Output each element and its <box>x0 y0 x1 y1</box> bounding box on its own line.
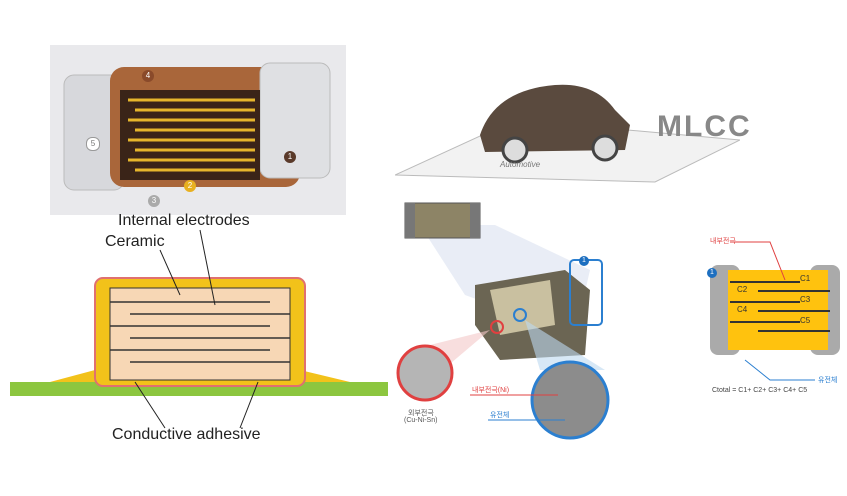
callout-1-circuit: 1 <box>707 268 717 278</box>
callout-1: 1 <box>284 151 296 163</box>
label-ceramic: Ceramic <box>105 233 165 250</box>
cap-c2: C2 <box>737 285 748 294</box>
cross-section-diagram: Internal electrodes Ceramic Conductive a… <box>0 210 390 460</box>
callout-5: 5 <box>86 137 100 151</box>
label-dielectric: 유전체 <box>490 412 510 419</box>
label-internal-electrode: 내부전극 <box>710 238 736 245</box>
mlcc-logo-text: MLCC <box>657 110 752 143</box>
automotive-mlcc-image: MLCC Automotive <box>395 70 750 185</box>
callout-3: 3 <box>148 195 160 207</box>
label-external-electrode: 외부전극 <box>408 410 434 417</box>
cap-c3: C3 <box>800 295 811 304</box>
label-external-electrode-material: (Cu-Ni-Sn) <box>404 417 438 424</box>
label-internal-electrode-ni: 내부전극(Ni) <box>472 387 510 394</box>
cap-c4: C4 <box>737 305 748 314</box>
automotive-caption: Automotive <box>500 160 541 169</box>
cap-c1: C1 <box>800 274 811 283</box>
capacitor-circuit-diagram: 1 내부전극 C1 C2 C3 C4 C5 유전체 Ctotal = C1+ C… <box>700 230 847 400</box>
capacitance-formula: Ctotal = C1+ C2+ C3+ C4+ C5 <box>712 387 808 394</box>
mlcc-cutaway-diagram: 1 외부전극 (Cu-Ni-Sn) 내부전극(Ni) 유전체 <box>390 195 620 455</box>
label-dielectric-circuit: 유전체 <box>818 377 838 384</box>
callout-4: 4 <box>142 70 154 82</box>
label-internal-electrodes: Internal electrodes <box>118 212 250 229</box>
cap-c5: C5 <box>800 316 811 325</box>
mlcc-3d-illustration: 1 2 3 4 5 <box>50 45 346 215</box>
callout-1-blue: 1 <box>579 256 589 266</box>
label-conductive-adhesive: Conductive adhesive <box>112 426 261 443</box>
callout-2: 2 <box>184 180 196 192</box>
